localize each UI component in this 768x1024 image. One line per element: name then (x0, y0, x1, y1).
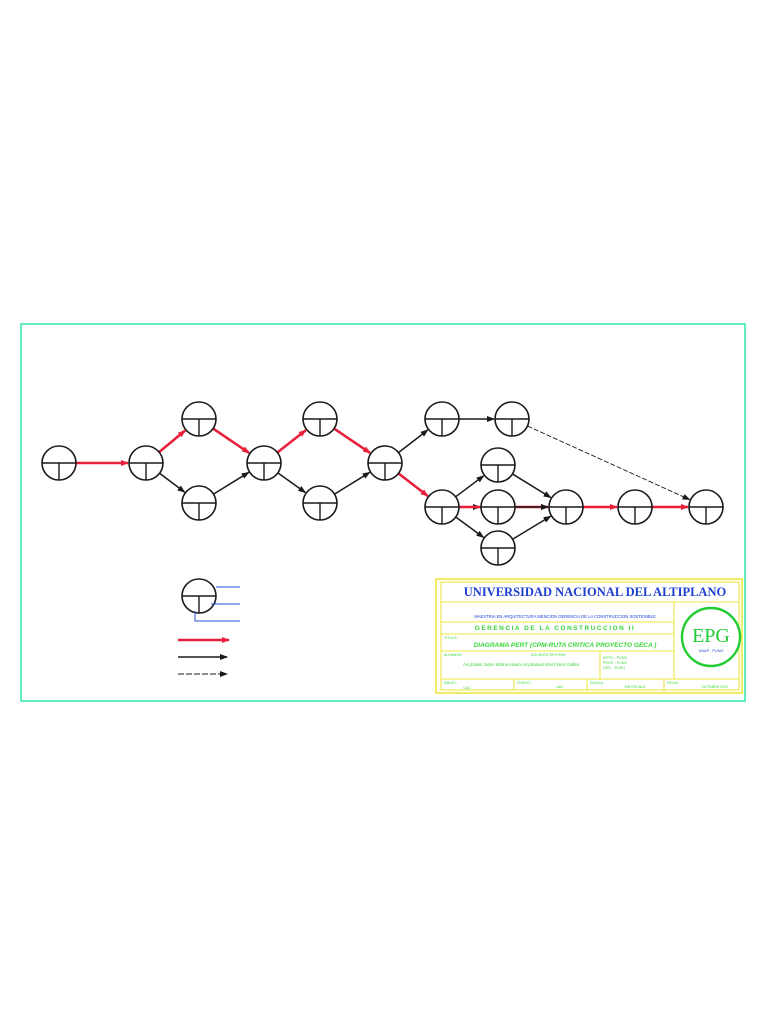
event-node-n2 (128, 445, 164, 481)
legend-node-symbol (181, 578, 217, 614)
program-name: MAESTRIA EN ARQUITECTURA MENCION GERENCI… (474, 614, 656, 619)
legend (178, 578, 240, 677)
critical-arrow-n2-n3 (158, 429, 186, 454)
event-node-n4 (181, 485, 217, 521)
activity-arrow-n7-n8 (334, 471, 371, 495)
activity-arrow-n11-n12 (455, 475, 485, 498)
event-node-n12 (480, 447, 516, 483)
docente-label: DOCENTE TIPO RHS (531, 653, 566, 657)
drawing-border (20, 323, 746, 702)
event-node-n13 (480, 489, 516, 525)
event-node-n6 (302, 401, 338, 437)
legend-callout-line-3 (194, 611, 240, 622)
event-node-n8 (367, 445, 403, 481)
footer-value-3: SIN ESCALA (624, 685, 646, 689)
footer-value-2: UAC (556, 685, 564, 689)
activity-arrow-n5-n7 (277, 472, 307, 494)
students-names: Arq.Edwin Jaime Molina Alvaro-Arq.Manuel… (463, 662, 579, 667)
drawing-label: TITULO: (444, 636, 457, 640)
event-node-n7 (302, 485, 338, 521)
activity-arrow-n8-n9 (397, 429, 429, 454)
students-label: ALUMNOS: (444, 653, 462, 657)
footer-label-2: CODIGO: (517, 681, 531, 685)
location-line-1: DPTO. : PUNO (603, 656, 627, 660)
location-line-3: DIST. : PUNO (603, 666, 625, 670)
event-node-n9 (424, 401, 460, 437)
event-node-n11 (424, 489, 460, 525)
event-node-n15 (548, 489, 584, 525)
logo-subtext: UNAP - PUNO (699, 649, 724, 653)
event-node-n17 (688, 489, 724, 525)
event-node-n1 (41, 445, 77, 481)
footer-label-3: ESCALA: (590, 681, 604, 685)
title-block: UNIVERSIDAD NACIONAL DEL ALTIPLANO MAEST… (435, 578, 743, 694)
critical-arrow-n3-n5 (212, 427, 250, 454)
logo-text: EPG (692, 625, 730, 647)
footer-value-1: UAC (463, 686, 471, 690)
event-node-n3 (181, 401, 217, 437)
footer-label-1: DIBUJO: (444, 681, 457, 685)
critical-arrow-n6-n8 (333, 427, 371, 454)
critical-arrow-n5-n6 (276, 429, 307, 454)
course-name: GERENCIA DE LA CONSTRUCCION II (475, 625, 635, 632)
activity-arrow-n2-n4 (159, 472, 186, 493)
activity-arrow-n4-n5 (213, 471, 250, 495)
footer-label-4: FECHA: (667, 681, 679, 685)
critical-arrow-n8-n11 (397, 472, 429, 498)
university-name: UNIVERSIDAD NACIONAL DEL ALTIPLANO (464, 585, 727, 599)
activity-arrow-n12-n15 (512, 473, 552, 499)
dummy-arrow-n10-n17 (527, 425, 691, 500)
event-nodes (41, 401, 724, 566)
epg-logo: EPG UNAP - PUNO (680, 606, 742, 668)
event-node-n14 (480, 530, 516, 566)
activity-arrow-n11-n14 (455, 516, 485, 538)
location-line-2: PROV. : PUNO (603, 661, 627, 665)
event-node-n16 (617, 489, 653, 525)
event-node-n10 (494, 401, 530, 437)
activity-arrow-n14-n15 (512, 515, 552, 540)
event-node-n5 (246, 445, 282, 481)
drawing-title: DIAGRAMA PERT (CPM-RUTA CRITICA PROYECTO… (474, 642, 657, 649)
footer-value-4: OCTUBRE 2021 (702, 685, 729, 689)
